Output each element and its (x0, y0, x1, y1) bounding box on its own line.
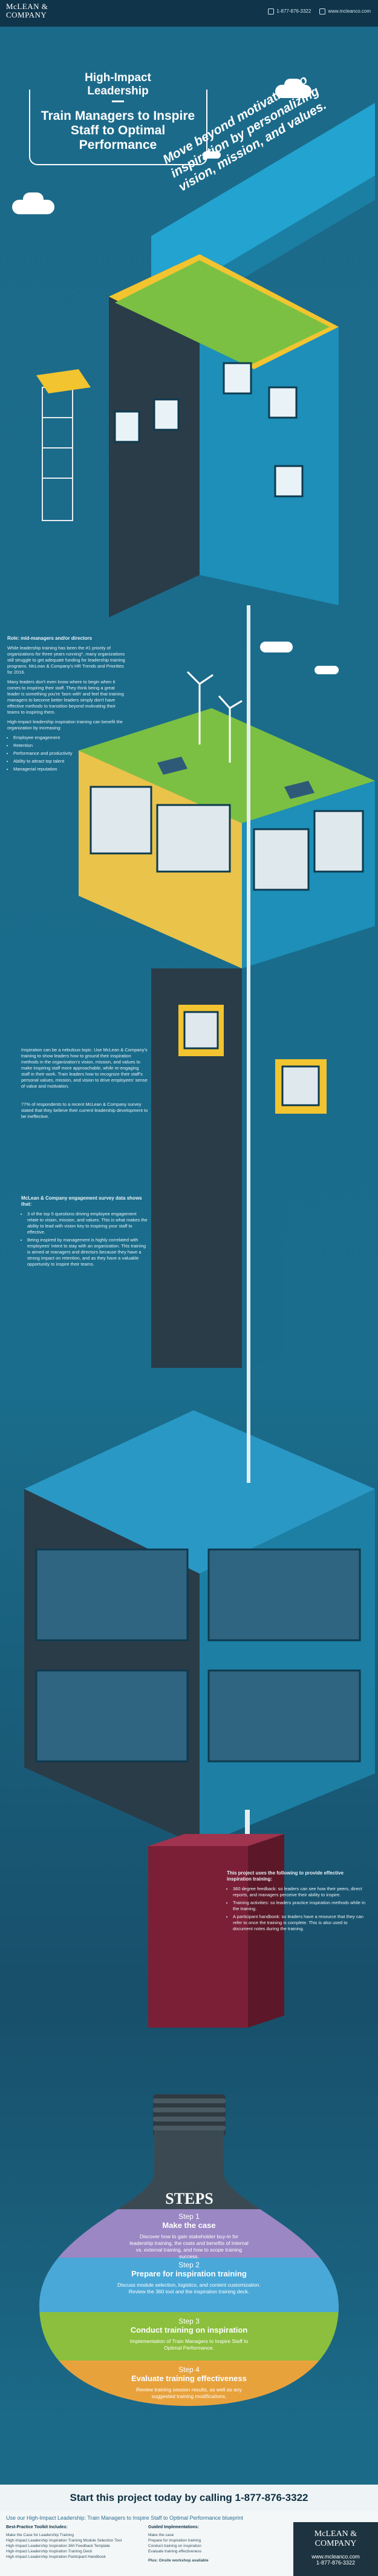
engagement-item: 3 of the top 5 questions driving employe… (27, 1211, 148, 1235)
step-description: Implementation of Train Managers to Insp… (129, 2338, 249, 2351)
step-description: Review training session results, as well… (136, 2387, 242, 2399)
cloud-decoration (314, 666, 339, 674)
engagement-heading: McLean & Company engagement survey data … (21, 1195, 142, 1207)
toolkit-item[interactable]: High-Impact Leadership Inspiration 360 F… (6, 2544, 110, 2548)
step-description: Discuss module selection, logistics, and… (117, 2282, 261, 2295)
bulb-shape (39, 2131, 339, 2406)
brand-logo[interactable]: McLEAN & COMPANY (6, 2, 48, 19)
section-inspiration: Inspiration can be a nebulous topic. Use… (21, 1047, 148, 1123)
benefit-list: Employee engagement Retention Performanc… (7, 735, 128, 772)
logo-line1: McLEAN & (6, 2, 48, 11)
tools-item: A participant handbook: so leaders have … (233, 1914, 366, 1932)
page-subtitle: Train Managers to Inspire Staff to Optim… (41, 109, 195, 152)
toolkit-item[interactable]: High-Impact Leadership Inspiration Train… (6, 2549, 93, 2554)
role-paragraph-1: While leadership training has been the #… (7, 645, 125, 675)
section-project-tools: This project uses the following to provi… (227, 1870, 366, 1934)
globe-icon (319, 8, 326, 15)
tools-item: Training activities: so leaders practice… (233, 1900, 366, 1912)
engagement-item: Being inspired by management is highly c… (27, 1237, 148, 1267)
header-phone: 1-877-876-3322 (276, 8, 311, 15)
step-2: Step 2 Prepare for inspiration training … (0, 2261, 378, 2295)
role-paragraph-3: High-impact leadership inspiration train… (7, 719, 123, 731)
web-item[interactable]: www.mcleanco.com (319, 8, 371, 15)
guided-item[interactable]: Prepare for inspiration training (148, 2538, 201, 2543)
phone-item[interactable]: 1-877-876-3322 (268, 8, 311, 15)
step-name: Make the case (162, 2221, 216, 2230)
toolkit-item[interactable]: Make the Case for Leadership Training (6, 2533, 74, 2537)
role-paragraph-2: Many leaders don't even know where to be… (7, 679, 124, 715)
header-bar: McLEAN & COMPANY 1-877-876-3322 www.mcle… (0, 0, 378, 27)
cloud-decoration (275, 85, 311, 98)
guided-item[interactable]: Conduct training on inspiration (148, 2544, 201, 2548)
guided-item[interactable]: Make the case (148, 2533, 174, 2537)
benefit-item: Retention (13, 743, 128, 749)
tools-list: 360 degree feedback: so leaders can see … (227, 1886, 366, 1932)
footer-brand-line1: McLEAN & (314, 2529, 357, 2538)
step-name: Evaluate training effectiveness (131, 2374, 247, 2383)
footer-phone: 1-877-876-3322 (316, 2560, 356, 2566)
footer-brand[interactable]: McLEAN & COMPANY www.mcleanco.com 1-877-… (293, 2522, 378, 2576)
toolkit-item[interactable]: High-Impact Leadership Inspiration Parti… (6, 2555, 106, 2559)
title-divider (112, 100, 124, 102)
guided-extra: Plus: Onsite workshop available (148, 2558, 209, 2563)
toolkit-heading: Best-Practice Toolkit Includes: (6, 2525, 68, 2529)
building-illustration (24, 103, 375, 2028)
benefit-item: Ability to attract top talent (13, 758, 128, 764)
cta-banner[interactable]: Start this project today by calling 1-87… (0, 2485, 378, 2511)
logo-line2: COMPANY (6, 10, 47, 19)
engagement-list: 3 of the top 5 questions driving employe… (21, 1211, 148, 1267)
phone-icon (268, 8, 275, 15)
section-role: Role: mid-managers and/or directors Whil… (7, 636, 128, 774)
bulb-cap (153, 2094, 226, 2137)
header-contact: 1-877-876-3322 www.mcleanco.com (268, 8, 371, 15)
tools-heading: This project uses the following to provi… (227, 1870, 344, 1882)
footer-brand-line2: COMPANY (314, 2539, 357, 2548)
toolkit-item[interactable]: High-Impact Leadership Inspiration Train… (6, 2538, 122, 2543)
guided-column: Guided Implementations: Make the case Pr… (148, 2525, 281, 2563)
header-website: www.mcleanco.com (328, 8, 371, 15)
step-number: Step 2 (178, 2261, 200, 2269)
benefit-item: Employee engagement (13, 735, 128, 741)
toolkit-column: Best-Practice Toolkit Includes: Make the… (6, 2525, 139, 2560)
cloud-decoration (23, 192, 44, 206)
footer-website: www.mcleanco.com (311, 2554, 360, 2560)
tools-item: 360 degree feedback: so leaders can see … (233, 1886, 366, 1898)
guided-heading: Guided Implementations: (148, 2525, 200, 2529)
page-title: High-Impact Leadership (85, 71, 151, 97)
step-3: Step 3 Conduct training on inspiration I… (0, 2317, 378, 2351)
footer-title: Use our High-Impact Leadership: Train Ma… (6, 2515, 244, 2521)
role-heading: Role: mid-managers and/or directors (7, 636, 93, 641)
step-number: Step 1 (178, 2212, 200, 2221)
step-number: Step 4 (178, 2365, 200, 2374)
cloud-decoration (260, 642, 293, 652)
steps-title: STEPS (165, 2190, 213, 2207)
cloud-decoration (284, 79, 302, 91)
step-4: Step 4 Evaluate training effectiveness R… (0, 2365, 378, 2400)
inspiration-paragraph: Inspiration can be a nebulous topic. Use… (21, 1047, 148, 1089)
survey-stat: 77% of respondents to a recent McLean & … (21, 1102, 148, 1119)
step-number: Step 3 (178, 2317, 200, 2325)
step-1: Step 1 Make the case Discover how to gai… (0, 2212, 378, 2260)
title-frame (29, 90, 207, 165)
step-name: Conduct training on inspiration (130, 2325, 248, 2334)
section-engagement: McLean & Company engagement survey data … (21, 1195, 148, 1269)
step-name: Prepare for inspiration training (131, 2269, 247, 2278)
step-description: Discover how to gain stakeholder buy-in … (129, 2233, 249, 2259)
footer: Use our High-Impact Leadership: Train Ma… (0, 2511, 378, 2576)
benefit-item: Managerial reputation (13, 766, 128, 772)
benefit-item: Performance and productivity (13, 751, 128, 757)
guided-item[interactable]: Evaluate training effectiveness (148, 2549, 202, 2554)
